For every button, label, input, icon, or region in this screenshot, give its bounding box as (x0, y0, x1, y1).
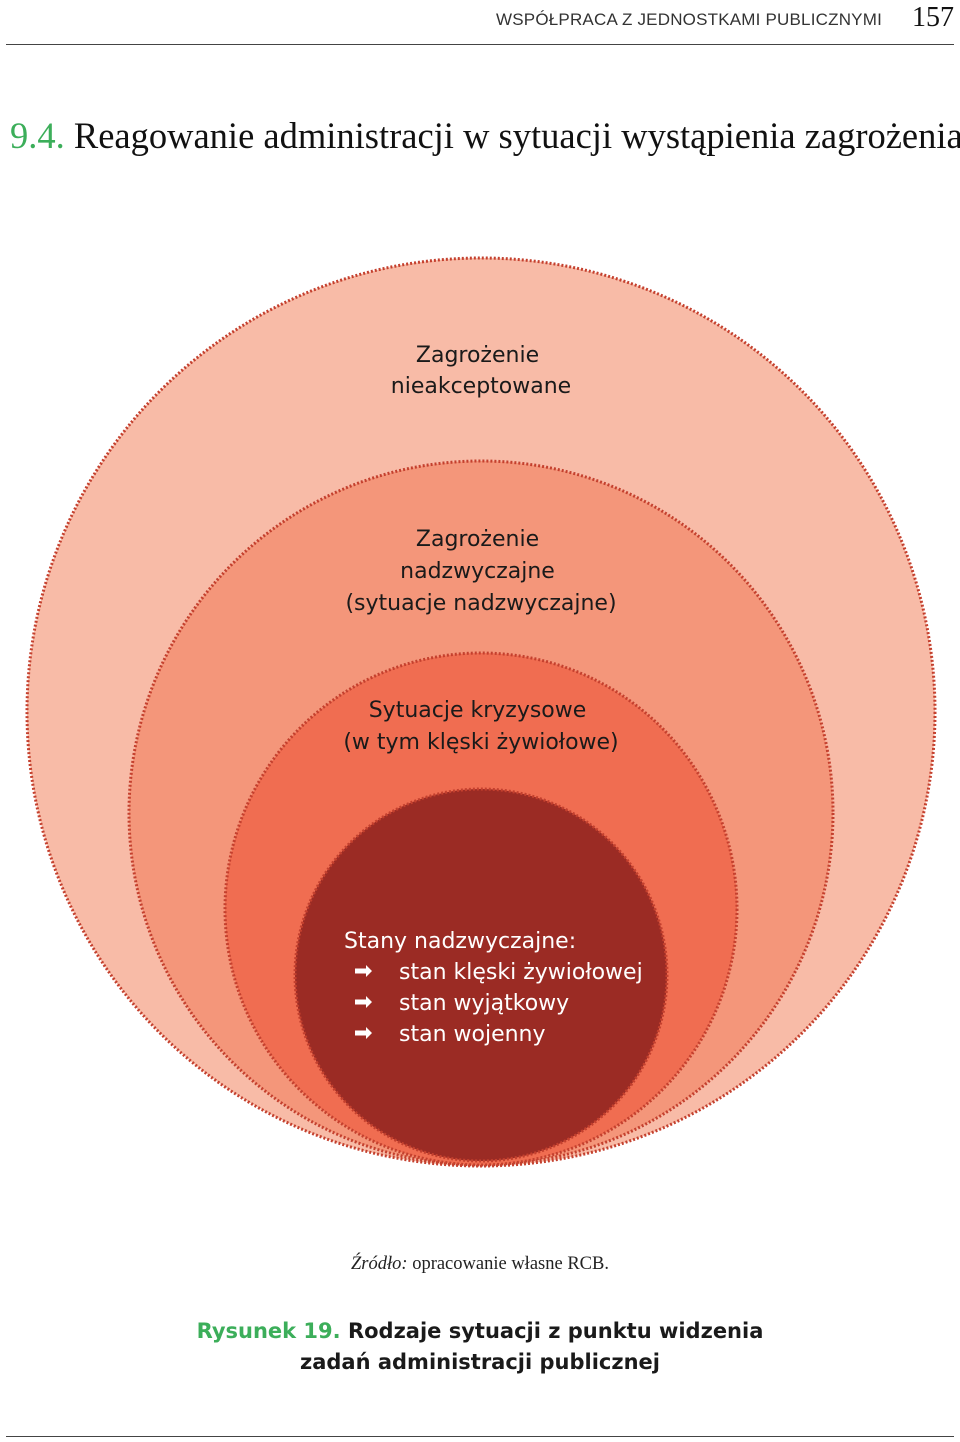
caption-line1: Rysunek 19. Rodzaje sytuacji z punktu wi… (0, 1316, 960, 1347)
state-item-martial-law: stan wojenny (399, 1022, 546, 1047)
section-heading: 9.4. Reagowanie administracji w sytuacji… (10, 114, 960, 157)
source-text: opracowanie własne RCB. (407, 1254, 609, 1274)
extraordinary-threat-label-line3: (sytuacje nadzwyczajne) (345, 591, 616, 616)
section-number: 9.4. (10, 115, 65, 156)
svg-text:Zagrożenie nadzwyczajne: Zagrożenie nadzwyczajne (sytuacje nadzwy… (345, 527, 616, 616)
state-item-emergency: stan wyjątkowy (399, 991, 569, 1016)
footer-rule (6, 1436, 954, 1437)
source-note: Źródło: opracowanie własne RCB. (0, 1254, 960, 1275)
figure-caption: Rysunek 19. Rodzaje sytuacji z punktu wi… (0, 1316, 960, 1378)
list-item: stan klęski żywiołowej (355, 960, 643, 985)
crisis-situations-label-line1: Sytuacje kryzysowe (369, 698, 587, 723)
states-of-emergency-list: stan klęski żywiołowej stan wyjątkowy st… (355, 960, 643, 1047)
extraordinary-threat-label-line2: nadzwyczajne (400, 559, 555, 584)
circle-states-of-emergency (293, 787, 669, 1163)
svg-text:Zagrożenie nieakceptowane: Zagrożenie nieakceptowane (391, 343, 571, 399)
unacceptable-threat-label-line2: nieakceptowane (391, 374, 571, 399)
header-rule (6, 44, 954, 45)
running-head: WSPÓŁPRACA Z JEDNOSTKAMI PUBLICZNYMI 157 (0, 0, 960, 48)
extraordinary-threat-label-line1: Zagrożenie (416, 527, 539, 552)
unacceptable-threat-label-line1: Zagrożenie (416, 343, 539, 368)
list-item: stan wojenny (355, 1022, 546, 1047)
section-title: Reagowanie administracji w sytuacji wyst… (73, 115, 960, 156)
states-of-emergency-heading: Stany nadzwyczajne: (344, 929, 576, 954)
state-item-natural-disaster: stan klęski żywiołowej (399, 960, 643, 985)
running-title: WSPÓŁPRACA Z JEDNOSTKAMI PUBLICZNYMI (496, 10, 882, 29)
caption-line1-text: Rodzaje sytuacji z punktu widzenia (340, 1319, 764, 1343)
crisis-situations-label-line2: (w tym klęski żywiołowe) (343, 730, 618, 755)
page-number: 157 (912, 2, 954, 33)
caption-line2: zadań administracji publicznej (300, 1350, 660, 1374)
figure-label: Rysunek 19. (196, 1319, 341, 1343)
source-label: Źródło: (351, 1254, 408, 1274)
list-item: stan wyjątkowy (355, 991, 569, 1016)
svg-text:Sytuacje kryzysowe (w tym: Sytuacje kryzysowe (w tym klęski żywioło… (343, 698, 618, 755)
